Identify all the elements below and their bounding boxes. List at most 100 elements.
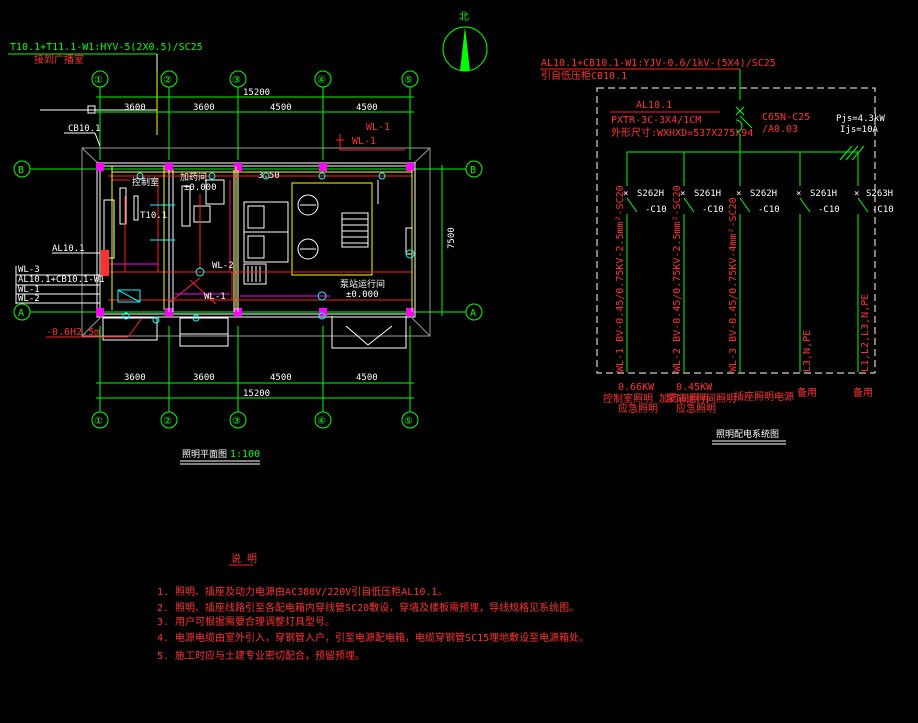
notes: 说 明 1. 照明、插座及动力电源由AC380V/220V引自低压柜AL10.1… <box>157 552 589 662</box>
sys-main-breaker: C65N-C25 <box>762 112 810 123</box>
branch-2-circuit: WL-2 BV-0.45/0.75KV-2.5mm²-SC20 <box>672 185 683 372</box>
note-5: 5. 施工时应与土建专业密切配合，预留预埋。 <box>157 649 365 662</box>
branch-5-circuit: L1,L2,L3,N,PE <box>860 294 871 372</box>
feeder-top-sub: 接到广播室 <box>34 53 84 66</box>
span-bottom-3: 4500 <box>270 373 292 383</box>
branch-1-model: S262H <box>637 189 664 199</box>
north-arrow: 北 <box>442 11 488 72</box>
plan-title-text: 照明平面图 <box>182 449 227 460</box>
branch-1-circuit: WL-1 BV-0.45/0.75KV-2.5mm²-SC20 <box>615 185 626 372</box>
span-bottom-1: 3600 <box>124 373 146 383</box>
room-add-level: ±0.000 <box>184 183 217 193</box>
span-bottom-2: 3600 <box>193 373 215 383</box>
branch-2-use2: 应急照明 <box>676 402 716 415</box>
wl1-label: WL-1 <box>204 292 226 302</box>
plan-wiring <box>46 134 415 338</box>
room-ctrl: 控制室 <box>132 176 159 188</box>
branch-3-model: S262H <box>750 189 777 199</box>
sys-title: 照明配电系统图 <box>716 428 779 440</box>
cb-box-label: CB10.1 <box>68 124 101 134</box>
note-top-2: WL-1 <box>352 136 376 147</box>
branch-2: × S261H -C10 WL-2 BV-0.45/0.75KV-2.5mm²-… <box>666 152 736 415</box>
branch-5-model: S263H <box>866 189 893 199</box>
note-3: 3. 用户可根据需要合理调整灯具型号。 <box>157 615 335 628</box>
axis-top-3: ③ <box>232 75 241 86</box>
dim-350: 3.50 <box>258 171 280 181</box>
span-bottom-4: 4500 <box>356 373 378 383</box>
plan-labels: CB10.1 AL10.1 WL-3 AL10.1+CB10.1-W1 WL-1… <box>15 122 390 338</box>
depth-dim: 7500 <box>447 227 457 249</box>
branch-4-rating: -C10 <box>818 205 840 215</box>
wl2-label: WL-2 <box>212 261 234 271</box>
sys-box-size: 外形尺寸:WXHXD=537X275X94 <box>611 126 753 139</box>
branch-5: × S263H -C10 L1,L2,L3,N,PE 备用 <box>853 152 894 399</box>
room-pump-level: ±0.000 <box>346 290 379 300</box>
plan-building <box>81 147 431 349</box>
left-label-1: WL-3 <box>18 265 40 275</box>
span-top-4: 4500 <box>356 103 378 113</box>
axis-top-2: ② <box>163 75 172 86</box>
branch-2-use: 泵站运行间照明 <box>666 392 736 405</box>
total-top: 15200 <box>243 88 270 98</box>
feeder-top-label: T10.1+T11.1-W1:HYV-5(2X0.5)/SC25 <box>10 42 203 53</box>
axis-row-a-left: A <box>18 308 24 319</box>
branch-1: × S262H -C10 WL-1 BV-0.45/0.75KV-2.5mm²-… <box>603 152 709 415</box>
axis-bottom-4: ④ <box>317 416 326 427</box>
axis-bottom-2: ② <box>163 416 172 427</box>
axis-top-1: ① <box>94 75 103 86</box>
branch-3: × S262H -C10 WL-3 BV-0.45/0.75KV-4mm²-SC… <box>728 152 794 403</box>
note-1: 1. 照明、插座及动力电源由AC380V/220V引自低压柜AL10.1。 <box>157 585 447 598</box>
svg-text:×: × <box>680 189 685 199</box>
axis-bottom-5: ⑤ <box>404 416 413 427</box>
room-add: 加药间 <box>180 171 207 183</box>
svg-text:×: × <box>796 189 801 199</box>
svg-text:×: × <box>736 189 741 199</box>
notes-heading: 说 明 <box>231 552 257 565</box>
branch-5-use: 备用 <box>853 386 873 399</box>
branch-3-rating: -C10 <box>758 205 780 215</box>
sys-feeder: AL10.1+CB10.1-W1:YJV-0.6/1kV-(5X4)/SC25 <box>541 58 776 69</box>
span-top-2: 3600 <box>193 103 215 113</box>
al-box-label: AL10.1 <box>52 244 85 254</box>
branch-3-use: 插座照明电源 <box>734 390 794 403</box>
axis-bottom-3: ③ <box>232 416 241 427</box>
axis-row-b-left: B <box>18 165 24 176</box>
sys-box: AL10.1 <box>636 100 672 111</box>
axis-top-4: ④ <box>317 75 326 86</box>
branch-2-rating: -C10 <box>702 205 724 215</box>
branch-4-use: 备用 <box>797 386 817 399</box>
branch-1-load: 0.66KW <box>618 382 655 393</box>
branch-5-rating: -C10 <box>872 205 894 215</box>
sys-box-model: PXTR-3C-3X4/1CM <box>611 115 701 126</box>
system-diagram: AL10.1+CB10.1-W1:YJV-0.6/1kV-(5X4)/SC25 … <box>540 58 894 445</box>
branch-1-use: 控制室照明 加药间照明 <box>603 392 709 405</box>
branch-4-model: S261H <box>810 189 837 199</box>
span-top-3: 4500 <box>270 103 292 113</box>
left-label-2: AL10.1+CB10.1-W1 <box>18 275 105 285</box>
north-label: 北 <box>459 11 469 23</box>
branch-2-model: S261H <box>694 189 721 199</box>
svg-text:×: × <box>854 189 859 199</box>
sys-ijs: Ijs=10A <box>840 125 879 135</box>
span-top-1: 3600 <box>124 103 146 113</box>
room-pump: 泵站运行间 <box>340 278 385 290</box>
plan-scale: 1:100 <box>230 449 260 460</box>
plan-axes-top: ① ② ③ ④ ⑤ 15200 3600 3600 4500 4500 <box>91 70 419 160</box>
note-top-1: WL-1 <box>366 122 390 133</box>
svg-text:×: × <box>623 189 628 199</box>
left-label-3: WL-1 <box>18 285 40 295</box>
branch-2-load: 0.45KW <box>676 382 713 393</box>
sys-pjs: Pjs=4.3kW <box>836 114 885 124</box>
axis-row-b-right: B <box>470 165 476 176</box>
plan-axes-bottom: 3600 3600 4500 4500 15200 ① ② ③ ④ ⑤ <box>91 326 419 429</box>
sys-feeder-sub: 引自低压柜CB10.1 <box>541 69 627 82</box>
note-4: 4. 电源电缆由室外引入，穿钢管入户，引至电源配电箱，电缆穿钢管SC15埋地敷设… <box>157 631 589 644</box>
total-bottom: 15200 <box>243 389 270 399</box>
left-label-4: WL-2 <box>18 294 40 304</box>
axis-top-5: ⑤ <box>404 75 413 86</box>
axis-bottom-1: ① <box>94 416 103 427</box>
note-bottom: -0.6H2.5m <box>46 327 100 338</box>
axis-row-a-right: A <box>470 308 476 319</box>
t101-label: T10.1 <box>140 211 167 221</box>
